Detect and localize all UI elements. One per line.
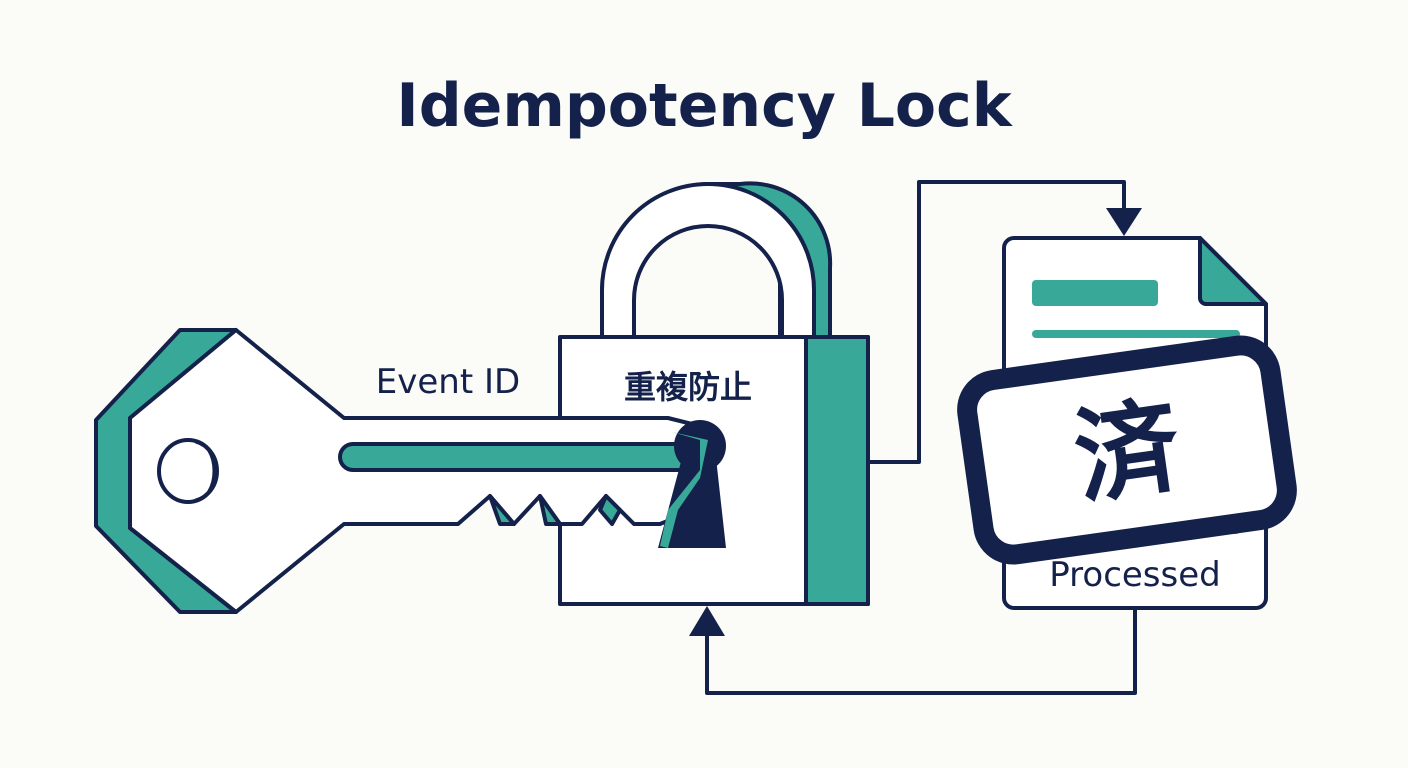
document-heading-bar [1032,280,1158,306]
stamp-label: 済 [1067,384,1188,519]
key-label: Event ID [376,362,520,402]
document-label: Processed [1049,555,1220,595]
lock-to-document-arrowhead [1106,208,1142,236]
flow-connectors [689,180,1142,695]
lock-label: 重複防止 [624,368,752,406]
key-bow-hole-depth [194,440,218,502]
padlock-shackle [600,182,816,340]
diagram-title: Idempotency Lock [396,71,1013,141]
padlock-body-side [804,335,870,606]
document-line-1 [1032,330,1240,338]
key-blade-groove [338,442,704,472]
keyhole-icon [658,420,726,548]
key-bit-shading [488,494,622,526]
key-icon [94,328,704,614]
document-to-lock-connector [705,608,1137,695]
lock-to-document-connector [836,180,1126,464]
document-fold [1198,236,1268,306]
stamp-icon: 済 [957,335,1297,565]
document-to-lock-arrowhead [689,606,725,636]
